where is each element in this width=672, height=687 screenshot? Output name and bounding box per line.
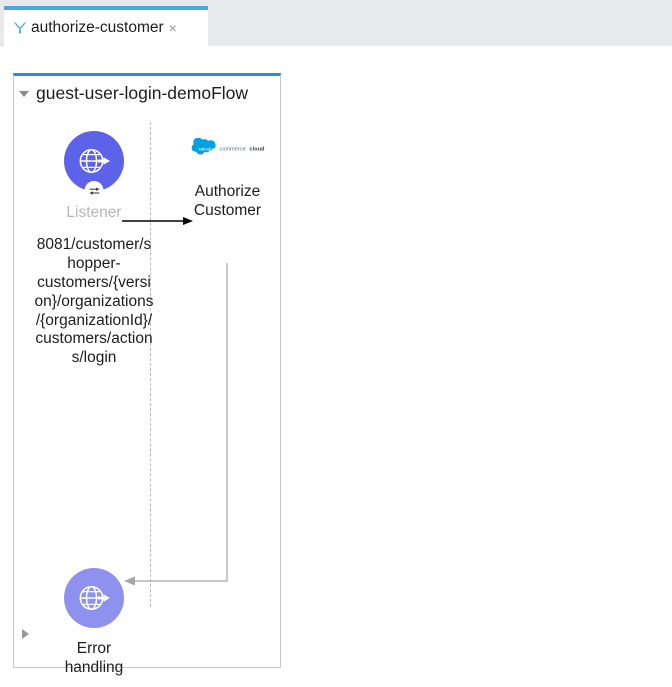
svg-text:commerce: commerce bbox=[219, 147, 245, 153]
flow-canvas[interactable]: guest-user-login-demoFlow bbox=[0, 46, 672, 687]
error-handling-label-line2: handling bbox=[64, 658, 124, 676]
editor-tab-bar: authorize-customer × bbox=[0, 0, 672, 46]
tab-close-icon[interactable]: × bbox=[168, 20, 177, 36]
error-handling-circle[interactable] bbox=[64, 568, 124, 628]
authorize-customer-label-line1: Authorize bbox=[194, 183, 261, 200]
tab-authorize-customer[interactable]: authorize-customer × bbox=[4, 6, 208, 46]
error-handling-label-line1: Error bbox=[76, 640, 112, 657]
salesforce-commerce-cloud-icon[interactable]: salesforce commerce cloud bbox=[189, 138, 267, 160]
svg-text:cloud: cloud bbox=[249, 147, 264, 153]
node-listener[interactable]: Listener 8081/customer/shopper-customers… bbox=[33, 131, 155, 368]
node-authorize-customer[interactable]: salesforce commerce cloud Authorize Cust… bbox=[163, 138, 292, 221]
request-response-badge bbox=[84, 181, 104, 200]
triangle-right-icon[interactable] bbox=[22, 629, 29, 639]
svg-text:salesforce: salesforce bbox=[198, 146, 219, 151]
flow-container-guest-user-login-demoflow[interactable]: guest-user-login-demoFlow bbox=[13, 73, 281, 676]
mule-icon bbox=[14, 22, 26, 34]
triangle-down-icon[interactable] bbox=[19, 91, 29, 97]
flow-title: guest-user-login-demoFlow bbox=[36, 83, 249, 104]
node-error-handling[interactable]: Error handling bbox=[33, 568, 155, 678]
authorize-customer-label-line2: Customer bbox=[193, 201, 262, 219]
error-handling-label: Error handling bbox=[33, 640, 155, 678]
listener-config-label: 8081/customer/shopper-customers/{version… bbox=[34, 235, 154, 367]
tab-label: authorize-customer bbox=[31, 19, 164, 37]
flow-header: guest-user-login-demoFlow bbox=[14, 76, 280, 112]
listener-circle[interactable] bbox=[64, 131, 124, 200]
listener-type-label: Listener bbox=[66, 204, 122, 221]
authorize-customer-label: Authorize Customer bbox=[163, 183, 292, 221]
globe-arrow-icon bbox=[79, 586, 110, 610]
request-response-icon bbox=[89, 186, 99, 195]
globe-arrow-icon bbox=[79, 149, 110, 173]
